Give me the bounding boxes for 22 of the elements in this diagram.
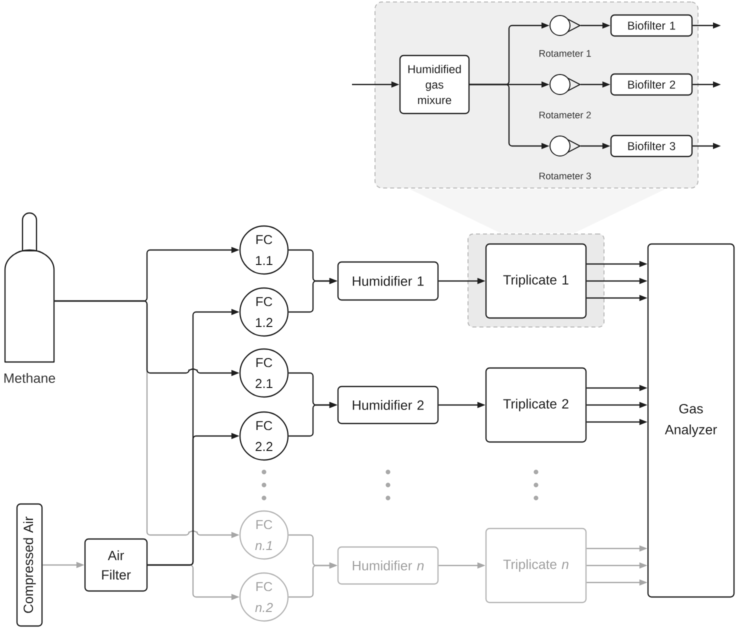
process-box: Biofilter 3 bbox=[610, 134, 693, 158]
process-box: Humidifier 2 bbox=[337, 386, 439, 424]
rotameter-label: Rotameter 3 bbox=[539, 172, 591, 180]
process-box: Biofilter 2 bbox=[610, 73, 693, 96]
process-box: Air Filter bbox=[84, 538, 148, 592]
rotameter-symbol bbox=[550, 15, 580, 36]
source-box: Compressed Air bbox=[16, 503, 43, 627]
process-box: Triplicate 1 bbox=[485, 243, 587, 319]
process-box: Humidifier n bbox=[337, 546, 439, 585]
zoom-funnel bbox=[410, 189, 666, 233]
gas-cylinder bbox=[4, 212, 55, 363]
rotameter-label: Rotameter 2 bbox=[539, 112, 591, 118]
process-box: Triplicate n bbox=[485, 528, 587, 604]
rotameter-label: Rotameter 1 bbox=[539, 50, 591, 57]
rotameter-symbol bbox=[550, 136, 580, 156]
cylinder-label: Methane bbox=[4, 373, 56, 383]
process-box: Humidified gas mixure bbox=[399, 54, 470, 114]
process-box: Biofilter 1 bbox=[610, 14, 693, 37]
process-box: Triplicate 2 bbox=[485, 367, 587, 443]
analyzer-box: Gas Analyzer bbox=[647, 243, 735, 598]
process-box: Humidifier 1 bbox=[337, 261, 439, 301]
rotameter-symbol bbox=[550, 74, 580, 95]
